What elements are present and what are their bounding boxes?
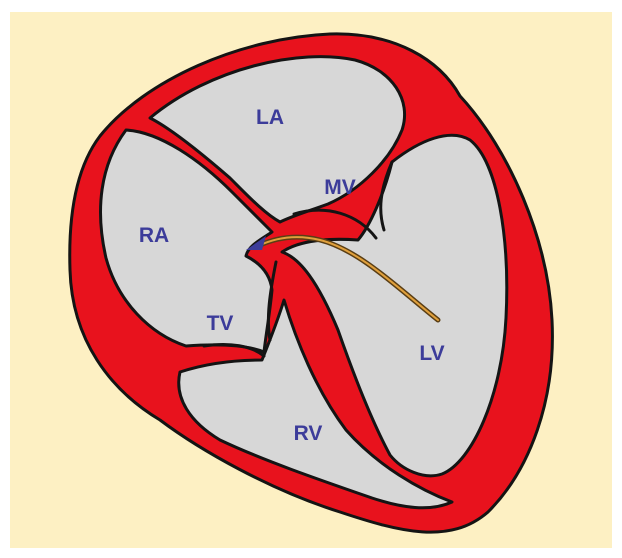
label-tv: TV — [207, 312, 234, 335]
label-lv: LV — [419, 342, 444, 365]
label-rv: RV — [294, 422, 323, 445]
label-la: LA — [256, 106, 284, 129]
label-ra: RA — [139, 224, 169, 247]
label-mv: MV — [324, 176, 356, 199]
